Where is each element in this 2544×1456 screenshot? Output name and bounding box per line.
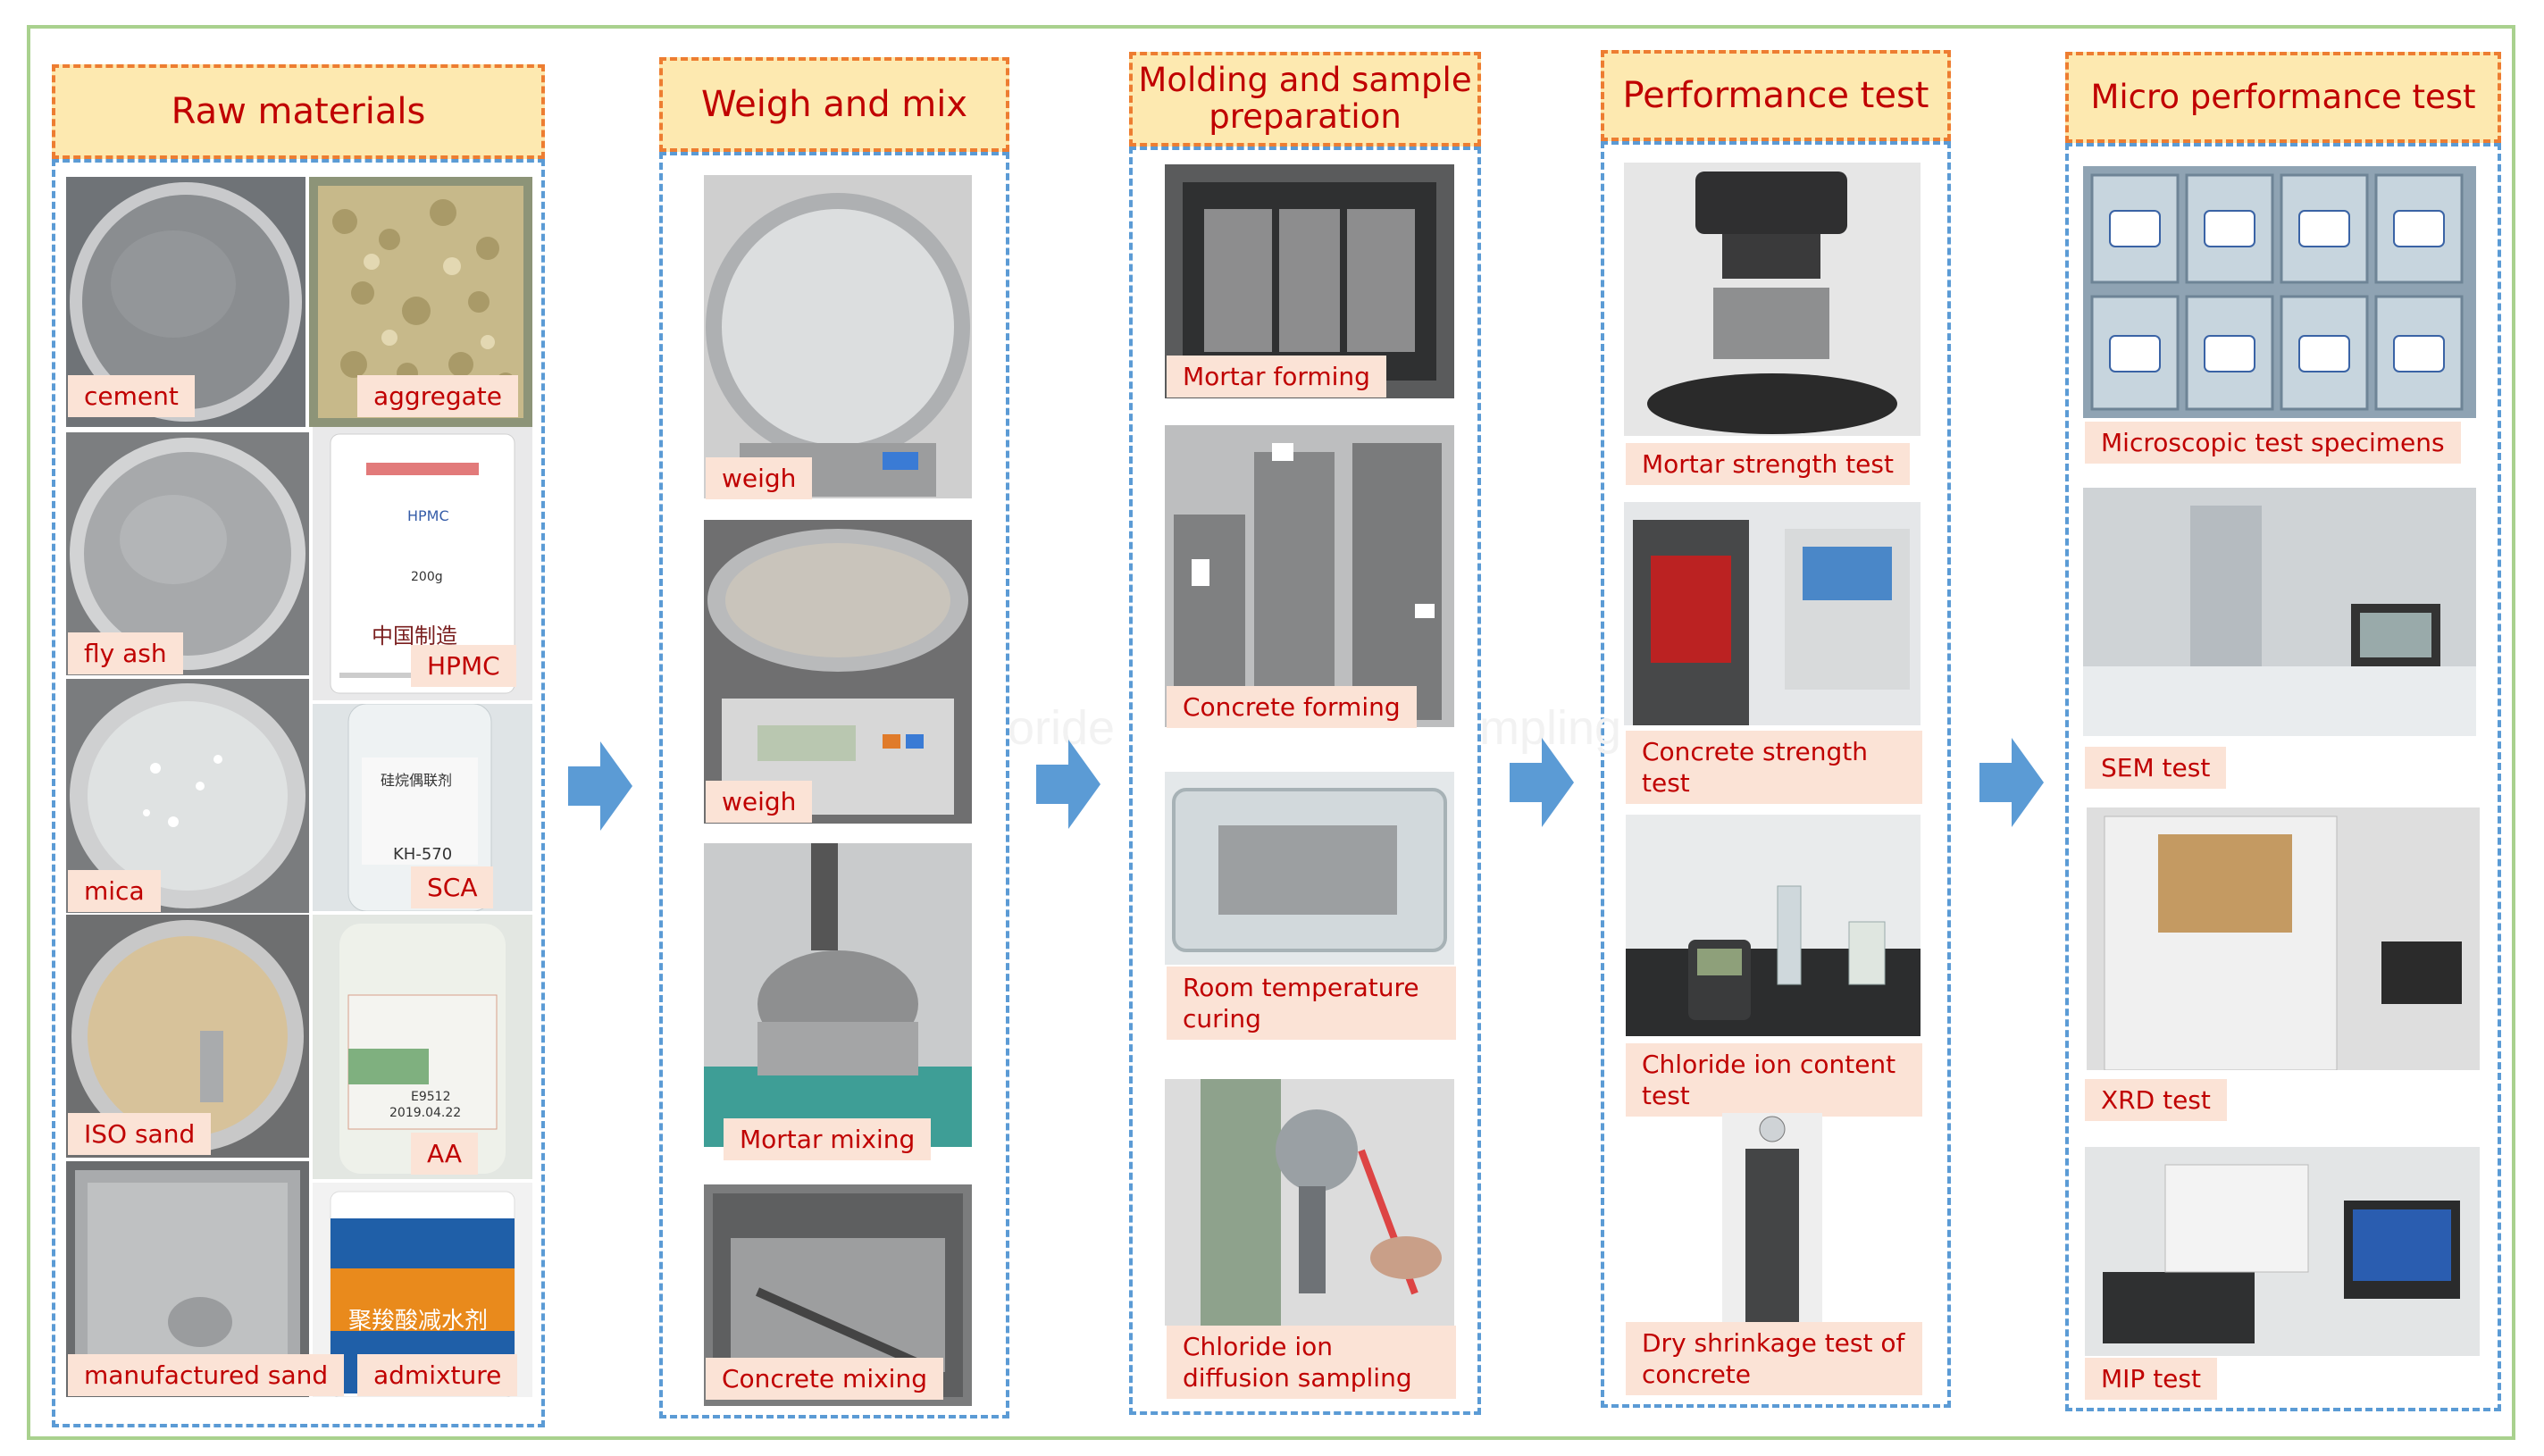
label-aa: AA <box>411 1133 479 1175</box>
photo-chloride-ion-content-test <box>1626 815 1921 1036</box>
label-concrete-strength-test: Concrete strength test <box>1626 731 1922 804</box>
photo-chloride-ion-diffusion-sampling <box>1165 1079 1454 1326</box>
label-iso-sand: ISO sand <box>68 1113 212 1155</box>
photo-microscopic-test-specimens <box>2083 166 2476 418</box>
photo-xrd-test <box>2087 807 2480 1070</box>
photo-sca: 硅烷偶联剂 KH-570 <box>313 704 532 911</box>
ghost-text-right: mpling <box>1479 701 1622 755</box>
header-text: Raw materials <box>171 91 426 132</box>
label-mortar-forming: Mortar forming <box>1167 356 1386 397</box>
label-mortar-strength-test: Mortar strength test <box>1626 443 1910 485</box>
header-text: Molding and sample preparation <box>1138 61 1472 136</box>
photo-concrete-forming <box>1165 425 1454 727</box>
diagram-frame <box>27 25 2515 1440</box>
photo-dry-shrinkage-test <box>1722 1113 1822 1322</box>
label-admixture: admixture <box>357 1354 518 1396</box>
header-text: Micro performance test <box>2090 77 2476 116</box>
header-weigh-mix: Weigh and mix <box>659 57 1009 152</box>
sca-bottle-text: KH-570 <box>393 845 453 864</box>
photo-concrete-strength-test <box>1624 502 1921 725</box>
label-microscopic-test-specimens: Microscopic test specimens <box>2085 422 2461 464</box>
label-chloride-ion-diffusion-sampling: Chloride ion diffusion sampling <box>1167 1326 1456 1399</box>
right-arrow-icon <box>1979 738 2044 827</box>
label-cement: cement <box>68 375 195 417</box>
label-fly-ash: fly ash <box>68 632 183 674</box>
header-performance: Performance test <box>1601 50 1951 141</box>
photo-weigh-2 <box>704 520 972 824</box>
header-text: Weigh and mix <box>700 84 968 125</box>
sca-bottle-cn-text: 硅烷偶联剂 <box>381 772 453 789</box>
aa-date-text: 2019.04.22 <box>389 1106 462 1120</box>
header-micro: Micro performance test <box>2065 52 2501 143</box>
label-xrd-test: XRD test <box>2085 1079 2227 1121</box>
label-chloride-ion-content-test: Chloride ion content test <box>1626 1043 1922 1117</box>
label-mica: mica <box>68 870 161 912</box>
label-mortar-mixing: Mortar mixing <box>724 1118 932 1160</box>
photo-room-temperature-curing <box>1165 772 1454 965</box>
right-arrow-icon <box>568 741 632 831</box>
label-concrete-forming: Concrete forming <box>1167 686 1417 728</box>
hpmc-weight-text: 200g <box>411 570 443 584</box>
photo-mica <box>66 679 309 913</box>
ghost-text-left: oride <box>1008 701 1116 755</box>
photo-sem-test <box>2083 488 2476 736</box>
photo-mip-test <box>2085 1147 2480 1356</box>
admixture-bucket-text: 聚羧酸减水剂 <box>348 1308 489 1335</box>
photo-mortar-mixing <box>704 843 972 1147</box>
right-arrow-icon <box>1036 740 1100 829</box>
header-text: Performance test <box>1622 75 1929 116</box>
photo-aa: E9512 2019.04.22 <box>313 915 532 1179</box>
label-weigh-2: weigh <box>706 781 813 823</box>
label-hpmc: HPMC <box>411 645 516 687</box>
aa-bottle-text: E9512 <box>411 1090 451 1104</box>
label-mip-test: MIP test <box>2085 1358 2217 1400</box>
label-sem-test: SEM test <box>2085 747 2227 789</box>
label-concrete-mixing: Concrete mixing <box>706 1358 943 1400</box>
header-raw-materials: Raw materials <box>52 64 545 159</box>
hpmc-made-text: 中国制造 <box>372 623 457 649</box>
label-aggregate: aggregate <box>357 375 518 417</box>
photo-mortar-strength-test <box>1624 163 1921 436</box>
right-arrow-icon <box>1510 738 1574 827</box>
hpmc-bag-text: HPMC <box>407 507 449 524</box>
label-sca: SCA <box>411 866 494 908</box>
label-room-temperature-curing: Room temperature curing <box>1167 966 1456 1040</box>
photo-cement <box>66 177 305 427</box>
label-dry-shrinkage-test: Dry shrinkage test of concrete <box>1626 1322 1922 1395</box>
photo-weigh-1 <box>704 175 972 498</box>
header-molding: Molding and sample preparation <box>1129 52 1481 146</box>
photo-fly-ash <box>66 432 309 675</box>
label-weigh-1: weigh <box>706 457 813 499</box>
label-manufactured-sand: manufactured sand <box>68 1354 345 1396</box>
